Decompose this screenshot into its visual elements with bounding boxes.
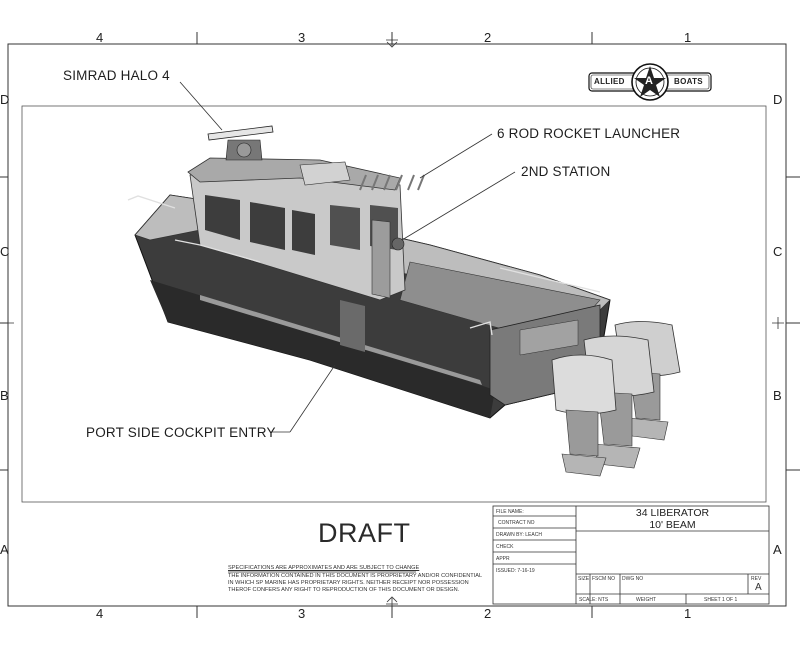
tb-rev-value: A — [755, 582, 762, 593]
column-label-bottom-3: 3 — [298, 606, 306, 621]
inner-frame — [21, 105, 767, 503]
radar-antenna — [207, 125, 274, 141]
callout-second-station: 2ND STATION — [521, 164, 611, 179]
column-label-top-3: 3 — [298, 30, 306, 45]
leader-lines — [179, 81, 516, 433]
row-label-right-b: B — [773, 388, 782, 403]
tb-sheet: SHEET 1 OF 1 — [704, 597, 738, 603]
row-label-left-d: D — [0, 92, 10, 107]
second-station — [391, 237, 405, 251]
tb-size: SIZE — [578, 576, 590, 582]
callout-radar: SIMRAD HALO 4 — [63, 68, 170, 83]
column-label-top-1: 1 — [684, 30, 692, 45]
tb-fscm-no: FSCM NO — [592, 576, 616, 582]
allied-boats-logo — [588, 63, 712, 101]
spec-line-2: IN WHICH SP MARINE HAS PROPRIETARY RIGHT… — [228, 580, 469, 586]
row-label-left-b: B — [0, 388, 9, 403]
outboard-motors — [551, 321, 681, 477]
rocket-launcher — [359, 174, 425, 191]
column-label-top-4: 4 — [96, 30, 104, 45]
spec-line-3: THEROF CONFERS ANY RIGHT TO REPRODUCTION… — [228, 587, 460, 593]
tb-check: CHECK — [496, 544, 514, 550]
tb-title-line-1: 34 LIBERATOR — [635, 507, 710, 519]
title-block-lines — [228, 505, 770, 605]
centering-marks — [2, 34, 784, 610]
spec-heading: SPECIFICATIONS ARE APPROXIMATES AND ARE … — [228, 565, 420, 571]
tb-weight: WEIGHT — [636, 597, 656, 603]
tb-title-line-2: 10' BEAM — [649, 519, 696, 531]
spec-line-1: THE INFORMATION CONTAINED IN THIS DOCUME… — [228, 573, 483, 579]
logo-center-text: A — [645, 75, 653, 87]
row-label-right-c: C — [773, 244, 783, 259]
column-label-bottom-2: 2 — [484, 606, 492, 621]
column-label-bottom-4: 4 — [96, 606, 104, 621]
callout-cockpit-entry: PORT SIDE COCKPIT ENTRY — [86, 425, 276, 440]
tb-contract-no: CONTRACT NO — [498, 520, 535, 526]
callout-rocket-launcher: 6 ROD ROCKET LAUNCHER — [497, 126, 681, 141]
tb-issued: ISSUED: 7-16-19 — [496, 568, 535, 574]
tb-file-name: FILE NAME: — [496, 509, 524, 515]
tb-rev-label: REV — [751, 576, 762, 582]
row-label-left-a: A — [0, 542, 9, 557]
draft-stamp: DRAFT — [318, 518, 411, 548]
row-label-right-a: A — [773, 542, 782, 557]
row-label-right-d: D — [773, 92, 783, 107]
tb-dwg-no: DWG NO — [622, 576, 644, 582]
tb-scale: SCALE: NTS — [579, 597, 609, 603]
tb-drawn-by: DRAWN BY: LEACH — [496, 532, 542, 538]
logo-right-text: BOATS — [674, 77, 703, 86]
outboard-motor-3 — [551, 354, 617, 477]
column-label-bottom-1: 1 — [684, 606, 692, 621]
row-label-left-c: C — [0, 244, 10, 259]
tb-appr: APPR — [496, 556, 510, 562]
logo-left-text: ALLIED — [594, 77, 625, 86]
column-label-top-2: 2 — [484, 30, 492, 45]
